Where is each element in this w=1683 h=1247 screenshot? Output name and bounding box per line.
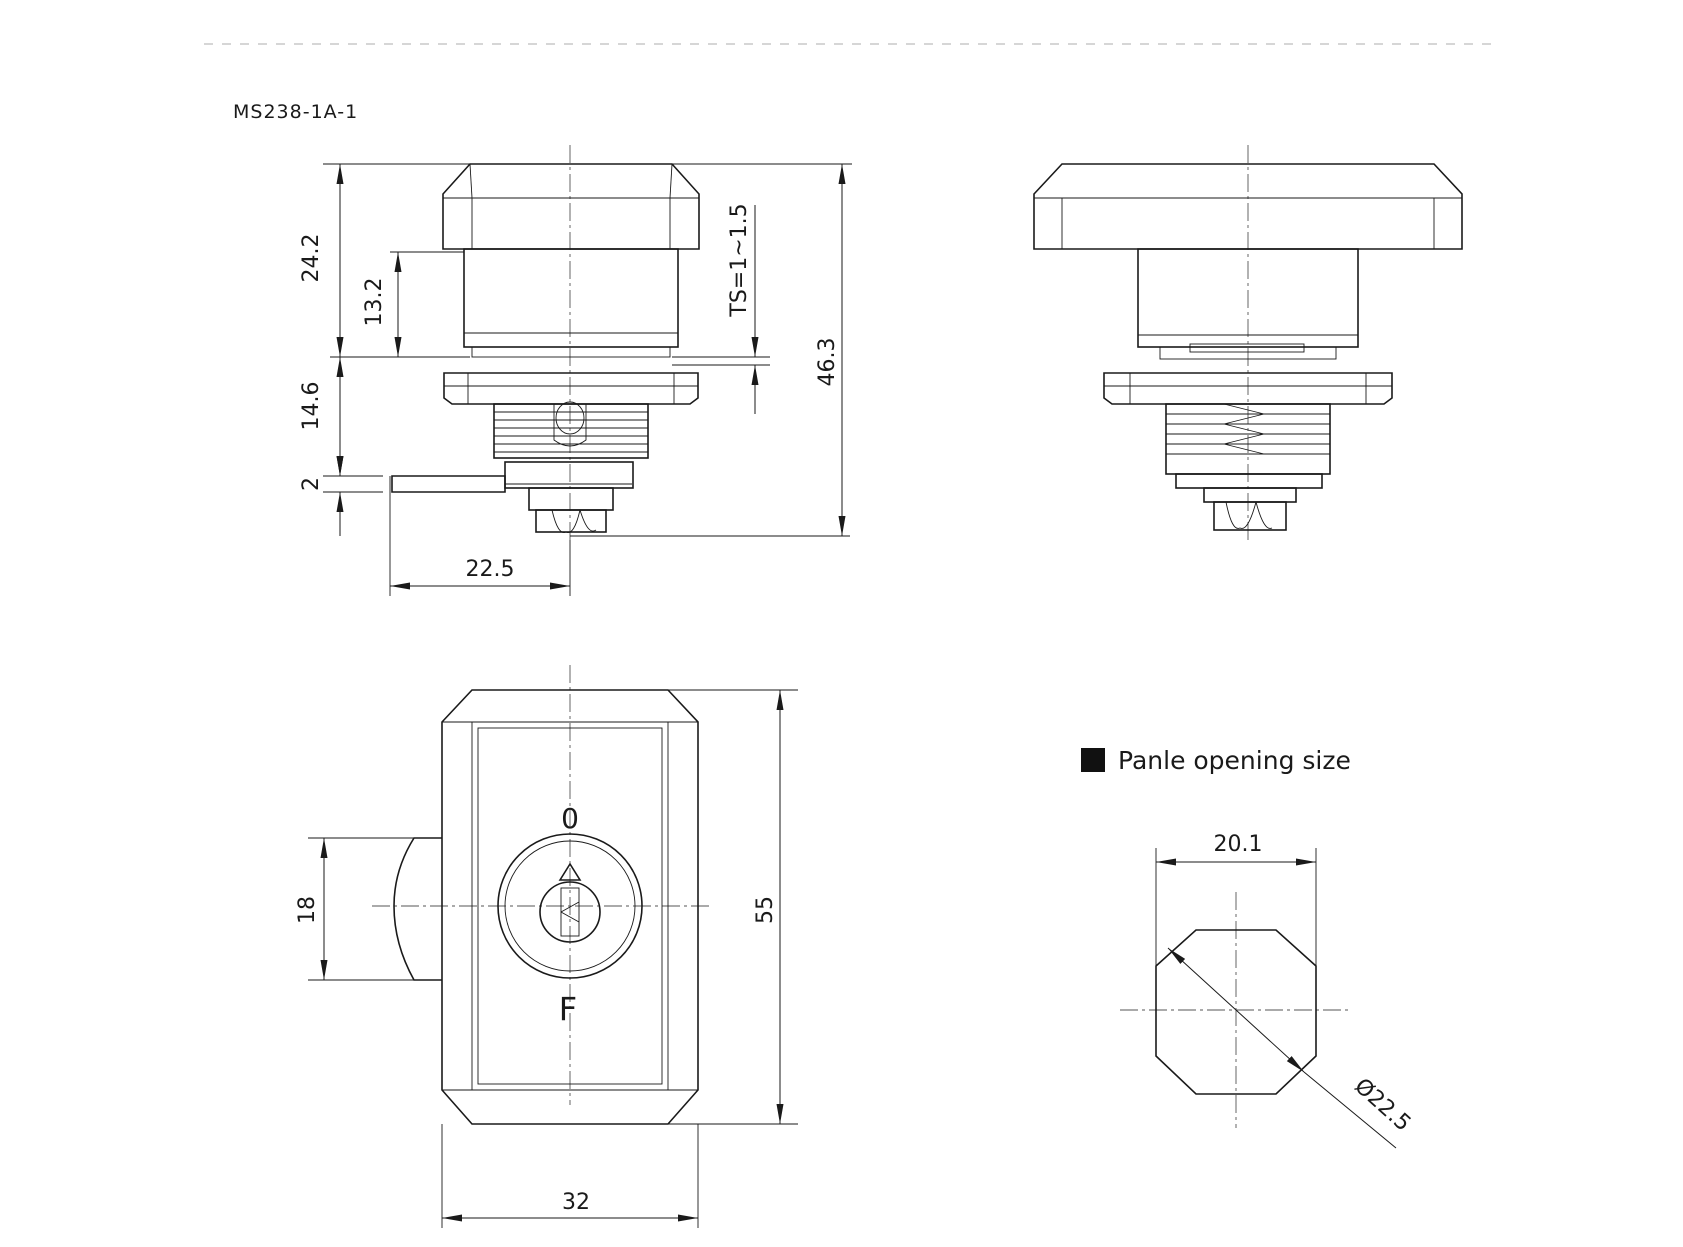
panel-opening-legend: Panle opening size [1081, 746, 1351, 775]
model-title: MS238-1A-1 [233, 101, 358, 123]
front-view: 0 F [372, 665, 710, 1125]
dim-cam-width: 18 [295, 896, 320, 924]
side-view-dimensions: 24.2 13.2 TS=1~1.5 46.3 14.6 2 22.5 [299, 163, 852, 596]
dim-cam-thickness: 2 [299, 477, 324, 491]
panel-opening-dimensions: 20.1 Ø22.5 [1155, 832, 1415, 1149]
dim-thread-height: 14.6 [299, 382, 324, 431]
dim-opening-diameter: Ø22.5 [1349, 1074, 1415, 1137]
dim-body-height: 13.2 [362, 278, 387, 327]
legend-square-icon [1081, 748, 1105, 772]
rear-view [1033, 145, 1463, 540]
key-mark-top: 0 [561, 802, 579, 835]
side-view [330, 145, 850, 540]
dim-front-width: 32 [562, 1190, 590, 1215]
dim-total-height: 46.3 [815, 338, 840, 387]
key-mark-bottom: F [559, 990, 577, 1028]
dim-top-height: 24.2 [299, 234, 324, 283]
dim-front-height: 55 [753, 896, 778, 924]
panel-opening-label: Panle opening size [1118, 746, 1351, 775]
dim-panel-thickness: TS=1~1.5 [727, 203, 752, 317]
dim-opening-flat: 20.1 [1214, 832, 1263, 857]
front-view-dimensions: 55 18 32 [295, 689, 798, 1228]
dim-cam-length: 22.5 [466, 557, 515, 582]
